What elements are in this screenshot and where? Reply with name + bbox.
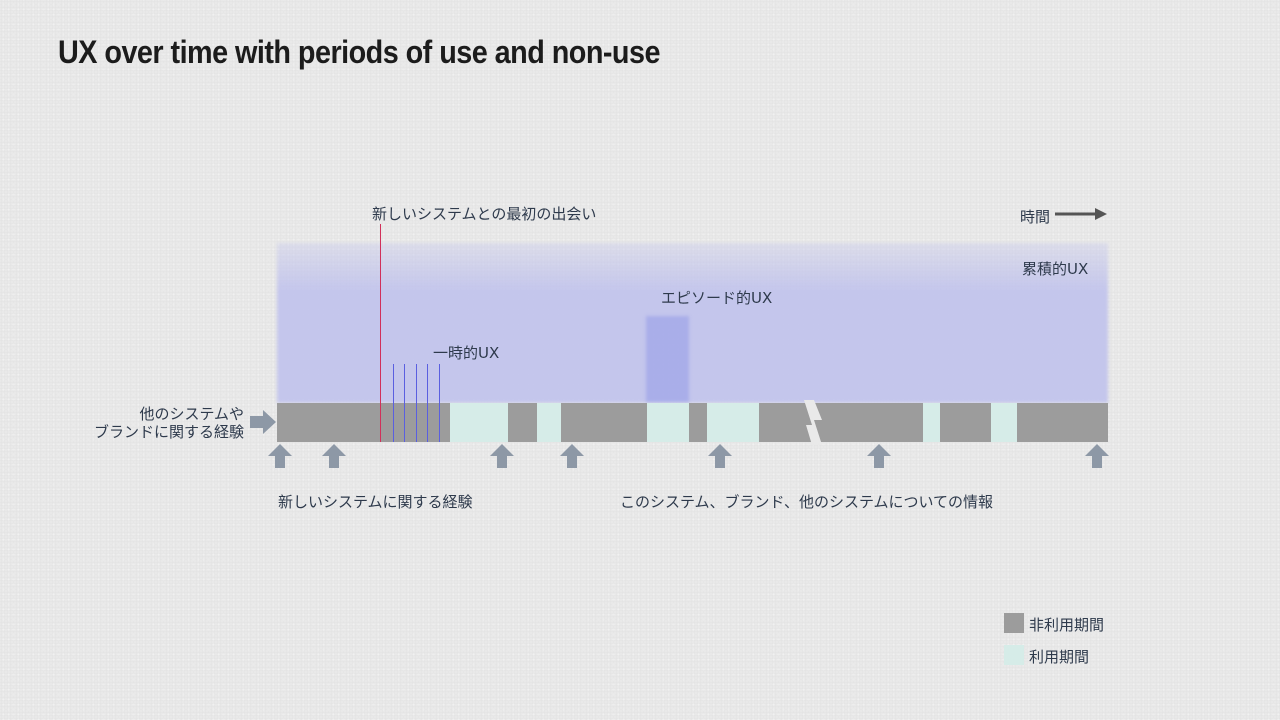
new-system-experience-label: 新しいシステムに関する経験	[278, 493, 473, 511]
up-arrow-icon	[560, 444, 584, 468]
legend-non-use-label: 非利用期間	[1029, 616, 1105, 634]
up-arrow-icon	[867, 444, 891, 468]
time-arrow-icon	[1055, 208, 1107, 220]
other-systems-label: 他のシステムや ブランドに関する経験	[0, 405, 244, 441]
momentary-ux-tick	[427, 364, 428, 442]
legend-use-swatch	[1004, 645, 1024, 665]
use-period	[450, 403, 508, 442]
non-use-period	[277, 403, 380, 442]
non-use-period	[508, 403, 537, 442]
episodic-ux-block	[646, 316, 689, 402]
legend-use-label: 利用期間	[1029, 648, 1090, 666]
non-use-period	[561, 403, 647, 442]
use-period	[991, 403, 1017, 442]
use-period	[707, 403, 759, 442]
non-use-period	[759, 403, 923, 442]
momentary-ux-tick	[439, 364, 440, 442]
momentary-ux-tick	[416, 364, 417, 442]
non-use-period	[689, 403, 707, 442]
up-arrow-icon	[268, 444, 292, 468]
other-systems-line-1: 他のシステムや	[139, 405, 244, 423]
use-period	[647, 403, 689, 442]
non-use-period	[1017, 403, 1108, 442]
up-arrow-icon	[322, 444, 346, 468]
information-label: このシステム、ブランド、他のシステムについての情報	[620, 493, 994, 511]
momentary-ux-tick	[393, 364, 394, 442]
use-period	[537, 403, 561, 442]
slide-title: UX over time with periods of use and non…	[58, 34, 660, 70]
non-use-period	[940, 403, 991, 442]
cumulative-ux-region	[277, 243, 1108, 403]
momentary-ux-label: 一時的UX	[433, 344, 500, 362]
legend-non-use-swatch	[1004, 613, 1024, 633]
non-use-period	[380, 403, 450, 442]
other-systems-line-2: ブランドに関する経験	[93, 423, 244, 441]
up-arrow-icon	[708, 444, 732, 468]
timeline-break-icon	[804, 400, 822, 445]
episodic-ux-label: エピソード的UX	[661, 289, 773, 307]
use-period	[923, 403, 940, 442]
cumulative-ux-label: 累積的UX	[1022, 260, 1089, 278]
up-arrow-icon	[1085, 444, 1109, 468]
first-encounter-label: 新しいシステムとの最初の出会い	[372, 205, 597, 223]
up-arrow-icon	[490, 444, 514, 468]
right-arrow-icon	[250, 410, 276, 434]
momentary-ux-tick	[404, 364, 405, 442]
first-encounter-line	[380, 224, 381, 442]
time-label: 時間	[1020, 208, 1051, 226]
